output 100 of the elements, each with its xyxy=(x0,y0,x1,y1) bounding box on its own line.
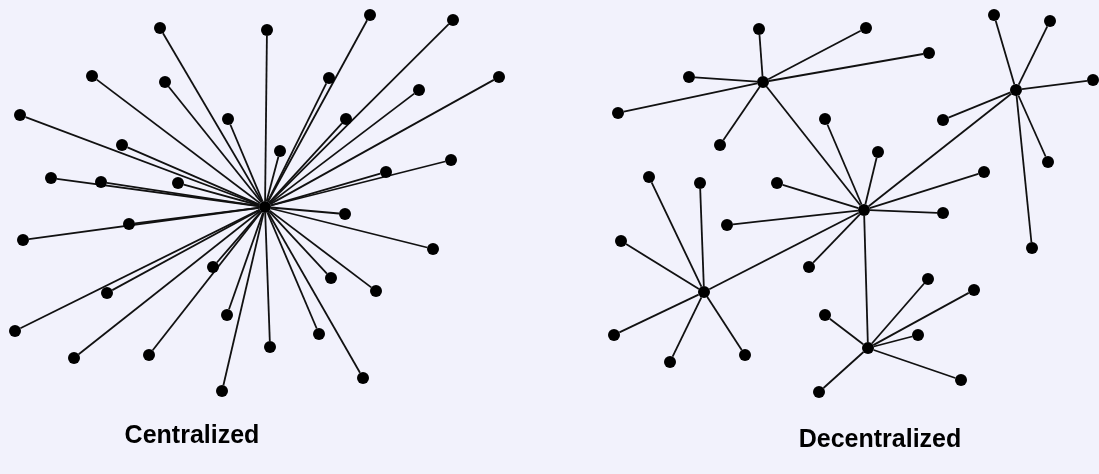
link-line xyxy=(95,78,262,205)
network-node xyxy=(364,9,376,21)
network-node xyxy=(222,113,234,125)
link-line xyxy=(269,207,429,249)
network-node xyxy=(664,356,676,368)
network-node xyxy=(259,201,271,213)
link-line xyxy=(264,35,268,202)
link-line xyxy=(618,293,700,334)
link-line xyxy=(126,146,261,206)
network-node xyxy=(86,70,98,82)
link-line xyxy=(1017,94,1047,158)
link-line xyxy=(28,206,260,241)
network-node xyxy=(9,325,21,337)
network-node xyxy=(313,328,325,340)
link-line xyxy=(706,296,743,351)
network-node xyxy=(937,207,949,219)
link-line xyxy=(994,19,1016,86)
link-line xyxy=(269,79,495,205)
network-node xyxy=(17,234,29,246)
network-node xyxy=(721,219,733,231)
network-node xyxy=(323,72,335,84)
link-line xyxy=(167,85,263,204)
link-line xyxy=(264,212,271,342)
link-line xyxy=(768,53,924,82)
network-node xyxy=(1026,242,1038,254)
network-node xyxy=(803,261,815,273)
network-node xyxy=(357,372,369,384)
link-line xyxy=(1021,79,1088,91)
link-line xyxy=(671,296,703,358)
link-line xyxy=(872,292,970,346)
network-node xyxy=(615,235,627,247)
link-line xyxy=(867,92,1013,208)
link-line xyxy=(77,209,262,356)
network-node xyxy=(68,352,80,364)
link-line xyxy=(869,209,938,214)
link-line xyxy=(266,82,328,203)
link-line xyxy=(767,29,862,81)
link-line xyxy=(228,211,264,311)
network-node xyxy=(172,177,184,189)
network-node xyxy=(380,166,392,178)
link-line xyxy=(106,182,260,207)
network-node xyxy=(608,329,620,341)
network-node xyxy=(1010,84,1022,96)
network-node xyxy=(447,14,459,26)
network-node xyxy=(413,84,425,96)
link-line xyxy=(863,215,869,343)
network-node xyxy=(143,349,155,361)
network-node xyxy=(955,374,967,386)
link-line xyxy=(822,351,865,389)
link-line xyxy=(623,82,758,113)
network-node xyxy=(95,176,107,188)
link-line xyxy=(216,210,262,264)
link-line xyxy=(872,349,957,379)
link-line xyxy=(151,210,263,352)
network-node xyxy=(123,218,135,230)
network-node xyxy=(819,309,831,321)
link-line xyxy=(732,209,859,226)
network-node xyxy=(923,47,935,59)
network-node xyxy=(819,113,831,125)
network-node xyxy=(698,286,710,298)
network-node xyxy=(261,24,273,36)
network-node xyxy=(714,139,726,151)
link-line xyxy=(267,19,368,203)
link-line xyxy=(947,91,1012,119)
network-node xyxy=(813,386,825,398)
network-node xyxy=(493,71,505,83)
network-node xyxy=(370,285,382,297)
link-line xyxy=(826,123,863,206)
link-line xyxy=(270,206,340,215)
network-node xyxy=(1087,74,1099,86)
network-node xyxy=(612,107,624,119)
network-node xyxy=(683,71,695,83)
network-node xyxy=(274,145,286,157)
link-line xyxy=(267,211,361,374)
network-node xyxy=(445,154,457,166)
link-line xyxy=(722,86,761,141)
link-line xyxy=(871,282,925,345)
network-node xyxy=(739,349,751,361)
link-line xyxy=(781,183,860,210)
network-node xyxy=(116,139,128,151)
network-node xyxy=(988,9,1000,21)
link-line xyxy=(268,92,416,205)
network-node xyxy=(264,341,276,353)
network-node xyxy=(912,329,924,341)
link-line xyxy=(625,243,700,290)
link-line xyxy=(268,210,328,275)
network-node xyxy=(771,177,783,189)
link-line xyxy=(872,335,914,348)
link-line xyxy=(19,208,261,330)
link-line xyxy=(1017,25,1049,86)
network-node xyxy=(101,287,113,299)
network-node xyxy=(757,76,769,88)
network-node xyxy=(325,272,337,284)
link-line xyxy=(694,76,758,83)
network-node xyxy=(14,109,26,121)
network-node xyxy=(753,23,765,35)
diagram-caption: Decentralized xyxy=(798,424,962,453)
network-node xyxy=(643,171,655,183)
network-node xyxy=(862,342,874,354)
network-node xyxy=(340,113,352,125)
